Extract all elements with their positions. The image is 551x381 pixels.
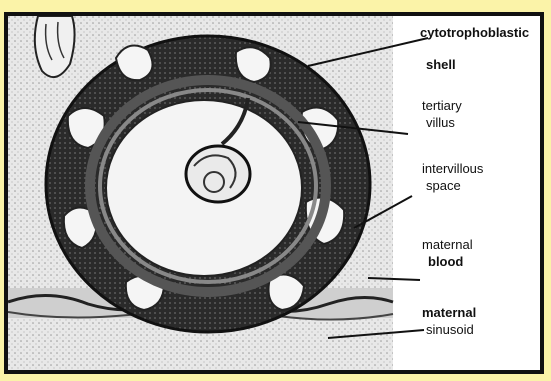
label-tertiary-villus-2: villus: [426, 116, 455, 130]
label-maternal-blood-2: blood: [428, 255, 463, 269]
label-cytotrophoblastic-shell-1: cytotrophoblastic: [420, 26, 529, 40]
label-maternal-blood-1: maternal: [422, 238, 473, 252]
label-tertiary-villus-1: tertiary: [422, 99, 462, 113]
label-intervillous-space-1: intervillous: [422, 162, 483, 176]
label-intervillous-space-2: space: [426, 179, 461, 193]
diagram-frame: cytotrophoblastic shell tertiary villus …: [4, 12, 544, 374]
label-cytotrophoblastic-shell-2: shell: [426, 58, 456, 72]
label-maternal-sinusoid-2: sinusoid: [426, 323, 474, 337]
label-maternal-sinusoid-1: maternal: [422, 306, 476, 320]
